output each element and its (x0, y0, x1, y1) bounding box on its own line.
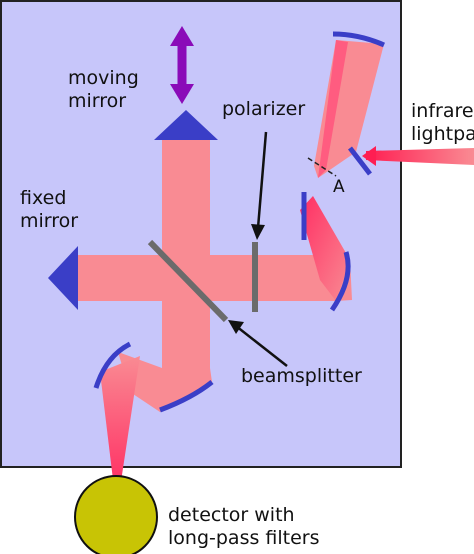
beamsplitter-label: beamsplitter (241, 365, 362, 387)
moving-arrow-head-down (170, 84, 194, 104)
focus-a-label: A (333, 177, 345, 197)
polarizer-pointer-head (251, 224, 265, 240)
right-focusing-mirror (329, 251, 351, 312)
infrared-label-line1: infrared (411, 100, 474, 122)
infrared-input-arrowhead (362, 146, 376, 166)
detector-beam (100, 356, 140, 488)
upper-parabolic-mirror (332, 31, 386, 48)
fixed-mirror (48, 246, 78, 310)
beam-vertical-lower (162, 298, 210, 370)
fixed-mirror-label-line2: mirror (20, 210, 79, 232)
beam-horizontal (74, 255, 336, 301)
beamsplitter (147, 239, 229, 323)
beam-right-converging (300, 196, 350, 301)
beam-to-detector-mirror (118, 352, 212, 412)
lower-fold-mirror (159, 380, 214, 413)
moving-mirror-label: moving mirror (68, 67, 139, 113)
detector-label-line1: detector with (168, 504, 295, 526)
beamsplitter-pointer-head (228, 320, 244, 334)
beam-upper-edge (318, 40, 348, 178)
polarizer-label: polarizer (222, 98, 306, 120)
beamsplitter-pointer (235, 325, 288, 367)
beam-vertical-upper (162, 138, 210, 258)
fixed-mirror-label: fixed mirror (20, 187, 78, 233)
fixed-mirror-label-line1: fixed (20, 187, 67, 209)
moving-mirror (154, 110, 218, 140)
infrared-input-beam (366, 148, 474, 165)
detector-label: detector with long-pass filters (168, 504, 320, 550)
moving-mirror-label-line2: mirror (68, 90, 127, 112)
infrared-label-line2: lightpath (411, 123, 474, 145)
lower-left-mirror (93, 341, 132, 389)
moving-arrow-head-up (170, 26, 194, 46)
moving-mirror-label-line1: moving (68, 67, 139, 89)
polarizer-pointer (256, 131, 268, 229)
input-fold-mirror (348, 146, 372, 176)
infrared-lightpath-label: infrared lightpath (411, 100, 474, 146)
detector (74, 475, 158, 554)
focus-a-marker (307, 157, 337, 177)
detector-label-line2: long-pass filters (168, 527, 320, 549)
